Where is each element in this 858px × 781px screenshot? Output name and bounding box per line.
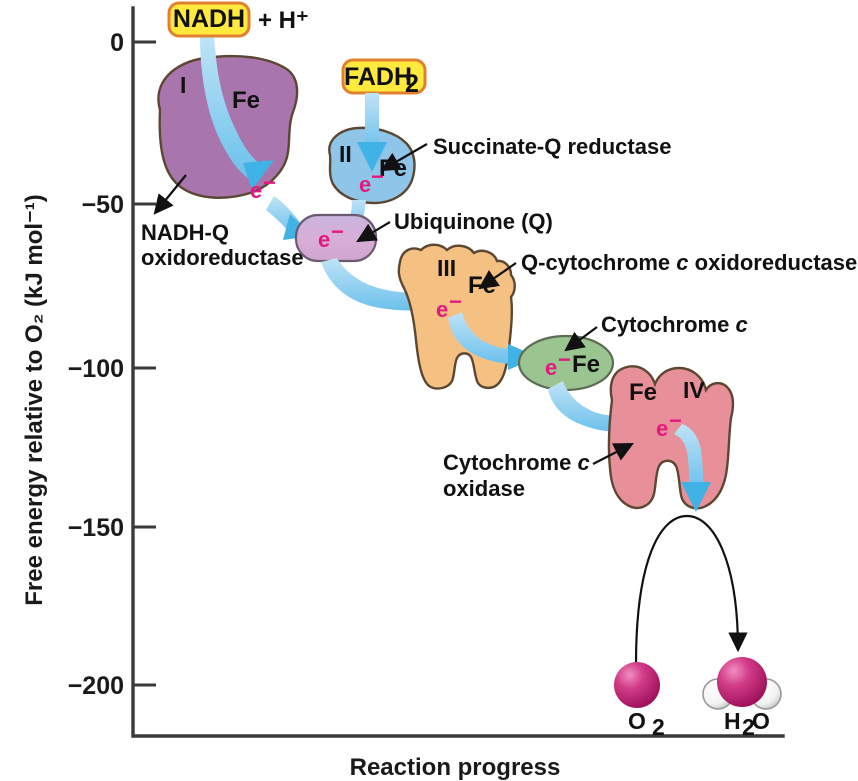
ubiquinone-electron-glyph: e bbox=[318, 227, 330, 252]
complex-1-fe-label: Fe bbox=[232, 87, 260, 114]
complex-3-electron-glyph: e bbox=[436, 297, 448, 322]
o2-to-h2o-arc bbox=[634, 514, 748, 665]
ubiquinone-electron-charge: − bbox=[331, 219, 344, 244]
callout-cytochrome-c: Cytochrome c bbox=[564, 312, 748, 352]
cytochrome-c[interactable]: e − Fe bbox=[517, 334, 615, 392]
h2o-label-o: O bbox=[752, 708, 770, 734]
callout-cytochrome-c-oxidase: Cytochrome c oxidase bbox=[443, 442, 634, 501]
y-tick-label-minus100: −100 bbox=[68, 355, 124, 383]
arrow-inside-complex4 bbox=[674, 424, 711, 512]
y-tick-label-minus200: −200 bbox=[68, 672, 124, 700]
fadh2-label: FADH bbox=[344, 63, 412, 91]
complex-4-electron-charge: − bbox=[669, 408, 682, 433]
cytochrome-c-electron-charge: − bbox=[558, 347, 571, 372]
fadh2-subscript: 2 bbox=[405, 70, 419, 98]
nadh-box-shape[interactable] bbox=[167, 1, 251, 38]
ribbon-cytc-c4 bbox=[548, 381, 620, 432]
complex-2-roman: II bbox=[339, 141, 352, 167]
ribbon-nadh bbox=[200, 36, 262, 178]
nadh-label: NADH bbox=[173, 5, 245, 33]
nadh-box[interactable]: NADH + H⁺ bbox=[167, 1, 309, 38]
oxygen-molecule[interactable]: O 2 bbox=[614, 662, 665, 740]
fadh2-box[interactable]: FADH 2 bbox=[341, 58, 427, 98]
callout-q-cytochrome-c-oxidoreductase: Q-cytochrome c oxidoreductase bbox=[478, 250, 857, 290]
electron-glyph: e bbox=[250, 178, 262, 203]
complex-4-shape[interactable] bbox=[607, 365, 735, 510]
ribbon-q-c3 bbox=[321, 258, 424, 311]
y-axis-title: Free energy relative to O₂ (kJ mol⁻¹) bbox=[21, 194, 48, 605]
complex-2-electron-glyph: e bbox=[359, 172, 371, 197]
callout-q-cytochrome-c-label: Q-cytochrome c oxidoreductase bbox=[521, 250, 857, 275]
nadh-proton-label: + H⁺ bbox=[258, 7, 309, 34]
h2o-oxygen-sphere[interactable] bbox=[717, 657, 767, 707]
callout-ubiquinone: Ubiquinone (Q) bbox=[356, 209, 553, 243]
y-tick-label-minus150: −150 bbox=[68, 514, 124, 542]
leader-line-complex-4 bbox=[592, 442, 634, 465]
arrow-fadh2-to-complex-2 bbox=[357, 93, 387, 172]
callout-cytochrome-c-oxidase-line2: oxidase bbox=[443, 476, 525, 501]
electron-charge: − bbox=[263, 170, 276, 195]
leader-line-complex-2 bbox=[380, 143, 428, 172]
callout-cytochrome-c-label: Cytochrome c bbox=[601, 312, 748, 337]
complex-3-electron-charge: − bbox=[449, 289, 462, 314]
callout-nadh-q-line1: NADH-Q bbox=[141, 220, 229, 245]
leader-line-complex-3 bbox=[478, 262, 517, 290]
y-tick-label-minus50: −50 bbox=[82, 191, 124, 219]
complex-3-roman: III bbox=[437, 255, 456, 281]
ribbon-fadh2 bbox=[365, 93, 379, 150]
callout-succinate-q-label: Succinate-Q reductase bbox=[433, 134, 671, 159]
h2o-subscript: 2 bbox=[742, 714, 755, 740]
water-molecule[interactable]: H 2 O bbox=[702, 657, 782, 740]
axis-group: 0 −50 −100 −150 −200 Free energy relativ… bbox=[21, 6, 785, 781]
complex-4[interactable]: Fe IV e − bbox=[607, 365, 735, 510]
arrow-nadh-to-electron1 bbox=[200, 36, 274, 190]
leader-line-cytochrome-c bbox=[564, 326, 598, 352]
ribbon-c3-cytc bbox=[448, 312, 514, 364]
leader-line-complex-1 bbox=[153, 174, 187, 215]
electron-after-complex-1: e − bbox=[250, 170, 276, 203]
o2-sphere[interactable] bbox=[614, 662, 660, 708]
o2-label: O bbox=[628, 708, 646, 734]
axis-lines bbox=[131, 6, 785, 738]
callout-nadh-q-line2: oxidoreductase bbox=[141, 245, 304, 270]
callout-nadh-q-oxidoreductase: NADH-Q oxidoreductase bbox=[141, 174, 304, 270]
ribbon-fadh2-head bbox=[357, 142, 387, 172]
ribbon-inside-c4 bbox=[674, 424, 703, 488]
ribbon-inside-c4-head bbox=[681, 482, 711, 512]
callout-succinate-q-reductase: Succinate-Q reductase bbox=[380, 134, 671, 172]
callout-ubiquinone-label: Ubiquinone (Q) bbox=[394, 209, 553, 234]
o2-subscript: 2 bbox=[652, 714, 665, 740]
x-axis-title: Reaction progress bbox=[350, 754, 561, 781]
complex-4-roman: IV bbox=[683, 377, 705, 403]
h2o-label-h: H bbox=[724, 708, 741, 734]
reaction-arc bbox=[634, 514, 748, 665]
fadh2-box-shape[interactable] bbox=[341, 58, 427, 95]
cytochrome-c-fe-label: Fe bbox=[572, 351, 600, 378]
complex-4-fe-label: Fe bbox=[629, 379, 657, 406]
callout-cytochrome-c-oxidase-line1: Cytochrome c bbox=[443, 450, 590, 475]
complex-4-electron-glyph: e bbox=[656, 416, 668, 441]
complex-1-roman: I bbox=[180, 72, 186, 98]
cytochrome-c-electron-glyph: e bbox=[545, 355, 557, 380]
y-tick-label-0: 0 bbox=[110, 29, 124, 57]
ribbon-nadh-head bbox=[243, 160, 274, 190]
leader-line-ubiquinone bbox=[356, 221, 391, 243]
